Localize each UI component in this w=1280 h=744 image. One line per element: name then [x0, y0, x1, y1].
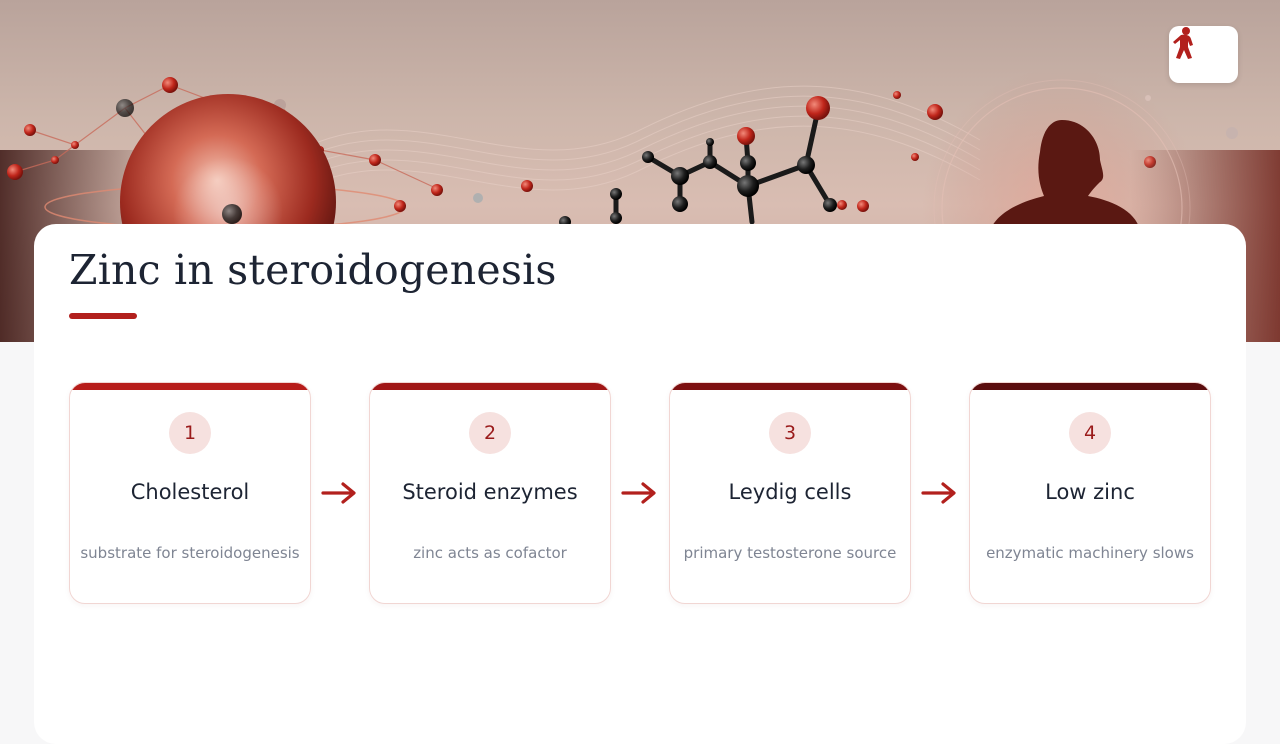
step-description: enzymatic machinery slows — [986, 544, 1194, 562]
step-top-bar — [70, 383, 310, 390]
step-number: 1 — [169, 412, 211, 454]
step-card-3: 3 Leydig cells primary testosterone sour… — [669, 382, 911, 604]
step-label: Leydig cells — [728, 480, 852, 504]
page-title: Zinc in steroidogenesis — [69, 246, 557, 294]
step-number: 4 — [1069, 412, 1111, 454]
step-label: Cholesterol — [130, 480, 250, 504]
arrow-right-icon — [321, 482, 356, 504]
arrow-right-icon — [921, 482, 956, 504]
step-top-bar — [370, 383, 610, 390]
step-card-4: 4 Low zinc enzymatic machinery slows — [969, 382, 1211, 604]
title-underline — [69, 313, 137, 319]
step-card-2: 2 Steroid enzymes zinc acts as cofactor — [369, 382, 611, 604]
step-number: 3 — [769, 412, 811, 454]
step-card-1: 1 Cholesterol substrate for steroidogene… — [69, 382, 311, 604]
step-label: Steroid enzymes — [402, 480, 578, 504]
step-number: 2 — [469, 412, 511, 454]
step-top-bar — [970, 383, 1210, 390]
arrow-right-icon — [621, 482, 656, 504]
step-description: substrate for steroidogenesis — [80, 544, 300, 562]
bigfoot-icon — [1173, 27, 1193, 59]
step-label: Low zinc — [1045, 480, 1135, 504]
step-description: primary testosterone source — [683, 544, 897, 562]
content-card: Zinc in steroidogenesis 1 Cholesterol su… — [34, 224, 1246, 744]
logo-badge[interactable] — [1169, 26, 1238, 83]
step-description: zinc acts as cofactor — [413, 544, 567, 562]
step-top-bar — [670, 383, 910, 390]
